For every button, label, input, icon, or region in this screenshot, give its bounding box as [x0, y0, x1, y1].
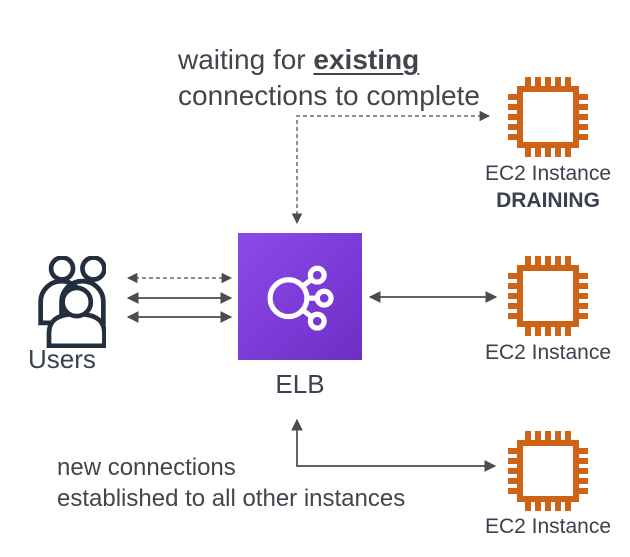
draining-elbow-arrow: [291, 110, 491, 225]
caption-new-connections: new connections established to all other…: [57, 452, 405, 514]
caption-new-connections-line1: new connections: [57, 454, 236, 481]
ec2-chip-icon: [508, 77, 588, 157]
ec2-middle-label: EC2 Instance: [484, 341, 612, 364]
ec2-draining-label: EC2 Instance: [484, 162, 612, 185]
elb-label: ELB: [275, 369, 325, 399]
elb-node: [238, 233, 362, 360]
caption-waiting-emphasis: existing: [313, 44, 420, 75]
caption-waiting-line2: connections to complete: [178, 80, 480, 111]
users-icon: [38, 256, 106, 348]
caption-waiting-prefix: waiting for: [178, 44, 314, 75]
ec2-draining-status: DRAINING: [496, 189, 600, 212]
load-balancer-icon: [267, 265, 334, 331]
ec2-chip-icon: [508, 431, 588, 511]
caption-waiting-line1: waiting for existing: [178, 42, 480, 78]
new-connections-elbow-arrow: [291, 418, 497, 472]
ec2-bottom-label: EC2 Instance: [484, 515, 612, 538]
caption-waiting: waiting for existing connections to comp…: [178, 42, 480, 114]
ec2-chip-icon: [508, 256, 588, 336]
users-label: Users: [28, 344, 96, 374]
caption-new-connections-line2: established to all other instances: [57, 485, 406, 512]
